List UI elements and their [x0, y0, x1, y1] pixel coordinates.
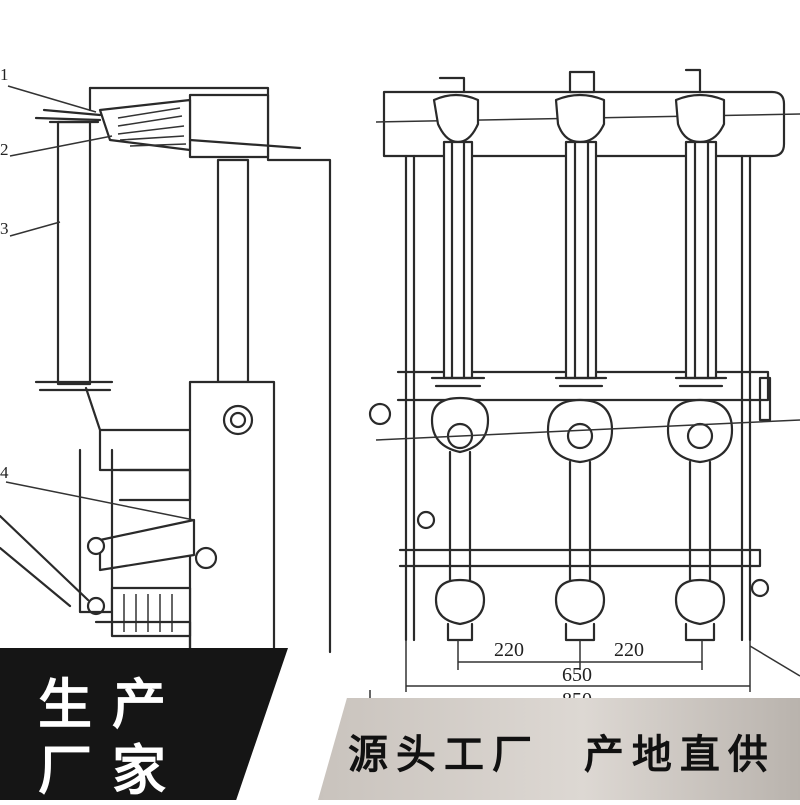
- front-view: 220 220 650 850: [368, 68, 800, 711]
- callout-3: 3: [0, 219, 9, 238]
- phase-b: [546, 70, 614, 642]
- dimension-650: 650: [562, 664, 592, 686]
- side-view: 1 2 3 4: [0, 65, 332, 654]
- phase-a: [430, 76, 490, 642]
- callout-4: 4: [0, 463, 9, 482]
- phase-c: [666, 68, 734, 642]
- dimension-220-left: 220: [494, 639, 524, 661]
- dimension-220-right: 220: [614, 639, 644, 661]
- banner-left-line-2: 厂家: [38, 739, 186, 802]
- banner-left-line-1: 生产: [38, 673, 186, 736]
- callout-1: 1: [0, 65, 9, 84]
- callout-2: 2: [0, 140, 9, 159]
- banner-right-text: 源头工厂 产地直供: [348, 732, 776, 778]
- banner-right: [318, 698, 800, 800]
- banner-left: [0, 648, 288, 800]
